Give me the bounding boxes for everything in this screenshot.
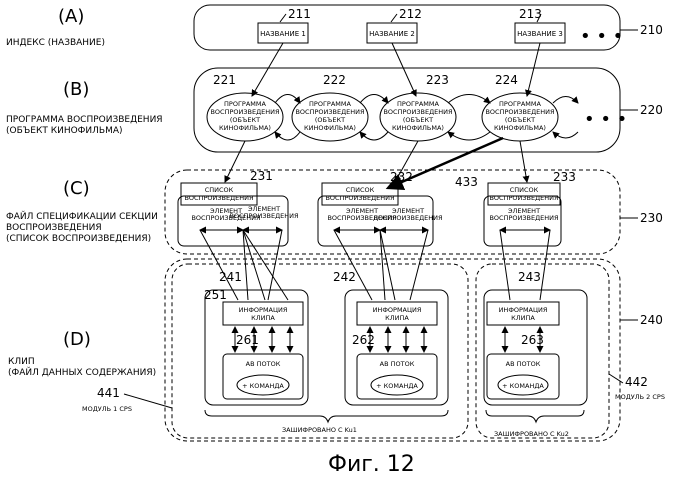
row-d-label-1: КЛИП bbox=[8, 357, 35, 367]
row-c-label-3: (СПИСОК ВОСПРОИЗВЕДЕНИЯ) bbox=[6, 234, 151, 244]
svg-text:ВОСПРОИЗВЕДЕНИЯ: ВОСПРОИЗВЕДЕНИЯ bbox=[229, 212, 298, 220]
row-b-label-2: (ОБЪЕКТ КИНОФИЛЬМА) bbox=[6, 126, 123, 136]
encrypted-ku1-label: ЗАШИФРОВАНО С Ku1 bbox=[282, 426, 357, 434]
ref-233: 233 bbox=[553, 170, 576, 184]
row-a-label: ИНДЕКС (НАЗВАНИЕ) bbox=[6, 38, 105, 48]
title-3-label: НАЗВАНИЕ 3 bbox=[517, 30, 563, 38]
clip-1: ИНФОРМАЦИЯ КЛИПА АВ ПОТОК + КОМАНДА 241 … bbox=[204, 270, 308, 405]
svg-text:+ КОМАНДА: + КОМАНДА bbox=[502, 382, 544, 390]
svg-text:ВОСПРОИЗВЕДЕНИЯ: ВОСПРОИЗВЕДЕНИЯ bbox=[295, 108, 364, 116]
encrypted-ku2-label: ЗАШИФРОВАНО С Ku2 bbox=[494, 430, 569, 438]
svg-text:ВОСПРОИЗВЕДЕНИЯ: ВОСПРОИЗВЕДЕНИЯ bbox=[383, 108, 452, 116]
playlist-1: СПИСОК ВОСПРОИЗВЕДЕНИЯ 231 ЭЛЕМЕНТ ВОСПР… bbox=[178, 169, 299, 246]
cps-1-label: МОДУЛЬ 1 CPS bbox=[82, 405, 132, 413]
ref-221: 221 bbox=[213, 73, 236, 87]
clip-2: ИНФОРМАЦИЯ КЛИПА АВ ПОТОК + КОМАНДА 242 … bbox=[333, 270, 448, 405]
title-1: НАЗВАНИЕ 1 211 bbox=[258, 7, 311, 43]
svg-text:(ОБЪЕКТ: (ОБЪЕКТ bbox=[315, 116, 345, 124]
ref-251: 251 bbox=[204, 288, 227, 302]
svg-text:(ОБЪЕКТ: (ОБЪЕКТ bbox=[505, 116, 535, 124]
title-3: НАЗВАНИЕ 3 213 bbox=[515, 7, 565, 43]
svg-text:СПИСОК: СПИСОК bbox=[346, 186, 375, 194]
ref-262: 262 bbox=[352, 333, 375, 347]
ref-263: 263 bbox=[521, 333, 544, 347]
svg-text:ВОСПРОИЗВЕДЕНИЯ: ВОСПРОИЗВЕДЕНИЯ bbox=[373, 214, 442, 222]
ellipsis-programs: • • • bbox=[584, 109, 627, 130]
ellipsis-titles: • • • bbox=[580, 26, 623, 47]
svg-text:ВОСПРОИЗВЕДЕНИЯ: ВОСПРОИЗВЕДЕНИЯ bbox=[489, 214, 558, 222]
row-d-letter: (D) bbox=[63, 329, 91, 350]
svg-text:КЛИПА: КЛИПА bbox=[251, 314, 275, 322]
svg-text:ВОСПРОИЗВЕДЕНИЯ: ВОСПРОИЗВЕДЕНИЯ bbox=[184, 194, 253, 202]
ref-232: 232 bbox=[390, 170, 413, 184]
ref-442: 442 bbox=[625, 375, 648, 389]
svg-text:+ КОМАНДА: + КОМАНДА bbox=[376, 382, 418, 390]
row-c-label-1: ФАЙЛ СПЕЦИФИКАЦИИ СЕКЦИИ bbox=[6, 210, 158, 222]
ref-212: 212 bbox=[399, 7, 422, 21]
svg-text:КИНОФИЛЬМА): КИНОФИЛЬМА) bbox=[219, 124, 271, 132]
svg-text:КЛИПА: КЛИПА bbox=[511, 314, 535, 322]
svg-text:СПИСОК: СПИСОК bbox=[510, 186, 539, 194]
svg-text:ИНФОРМАЦИЯ: ИНФОРМАЦИЯ bbox=[239, 306, 288, 314]
title-2: НАЗВАНИЕ 2 212 bbox=[367, 7, 422, 43]
svg-text:+ КОМАНДА: + КОМАНДА bbox=[242, 382, 284, 390]
svg-text:КИНОФИЛЬМА): КИНОФИЛЬМА) bbox=[392, 124, 444, 132]
ref-224: 224 bbox=[495, 73, 518, 87]
ref-240: 240 bbox=[640, 313, 663, 327]
svg-text:ВОСПРОИЗВЕДЕНИЯ: ВОСПРОИЗВЕДЕНИЯ bbox=[210, 108, 279, 116]
ref-231: 231 bbox=[250, 169, 273, 183]
ref-223: 223 bbox=[426, 73, 449, 87]
row-b-letter: (B) bbox=[63, 79, 89, 100]
svg-text:ПРОГРАММА: ПРОГРАММА bbox=[224, 100, 266, 108]
svg-text:ПРОГРАММА: ПРОГРАММА bbox=[499, 100, 541, 108]
svg-text:ИНФОРМАЦИЯ: ИНФОРМАЦИЯ bbox=[499, 306, 548, 314]
ref-230: 230 bbox=[640, 211, 663, 225]
brace-ku2 bbox=[486, 410, 584, 422]
ref-243: 243 bbox=[518, 270, 541, 284]
ref-210: 210 bbox=[640, 23, 663, 37]
svg-text:ВОСПРОИЗВЕДЕНИЯ: ВОСПРОИЗВЕДЕНИЯ bbox=[325, 194, 394, 202]
svg-text:АВ ПОТОК: АВ ПОТОК bbox=[246, 360, 281, 368]
row-a-letter: (A) bbox=[58, 6, 84, 27]
program-3: ПРОГРАММА ВОСПРОИЗВЕДЕНИЯ (ОБЪЕКТ КИНОФИ… bbox=[380, 73, 456, 141]
svg-text:АВ ПОТОК: АВ ПОТОК bbox=[380, 360, 415, 368]
program-4: ПРОГРАММА ВОСПРОИЗВЕДЕНИЯ (ОБЪЕКТ КИНОФИ… bbox=[482, 73, 558, 141]
ref-222: 222 bbox=[323, 73, 346, 87]
ref-211: 211 bbox=[288, 7, 311, 21]
svg-text:АВ ПОТОК: АВ ПОТОК bbox=[506, 360, 541, 368]
title-2-label: НАЗВАНИЕ 2 bbox=[369, 30, 415, 38]
brace-ku1 bbox=[205, 410, 448, 422]
program-1: ПРОГРАММА ВОСПРОИЗВЕДЕНИЯ (ОБЪЕКТ КИНОФИ… bbox=[207, 73, 283, 141]
playlist-3: СПИСОК ВОСПРОИЗВЕДЕНИЯ 233 ЭЛЕМЕНТ ВОСПР… bbox=[484, 170, 576, 246]
svg-text:ПРОГРАММА: ПРОГРАММА bbox=[309, 100, 351, 108]
ref-433: 433 bbox=[455, 175, 478, 189]
svg-text:ВОСПРОИЗВЕДЕНИЯ: ВОСПРОИЗВЕДЕНИЯ bbox=[489, 194, 558, 202]
svg-text:КИНОФИЛЬМА): КИНОФИЛЬМА) bbox=[304, 124, 356, 132]
ref-220: 220 bbox=[640, 103, 663, 117]
ref-241: 241 bbox=[219, 270, 242, 284]
svg-text:ВОСПРОИЗВЕДЕНИЯ: ВОСПРОИЗВЕДЕНИЯ bbox=[485, 108, 554, 116]
row-c-label-2: ВОСПРОИЗВЕДЕНИЯ bbox=[6, 223, 102, 233]
ref-242: 242 bbox=[333, 270, 356, 284]
svg-text:(ОБЪЕКТ: (ОБЪЕКТ bbox=[403, 116, 433, 124]
row-b-label-1: ПРОГРАММА ВОСПРОИЗВЕДЕНИЯ bbox=[6, 115, 163, 125]
title-1-label: НАЗВАНИЕ 1 bbox=[260, 30, 306, 38]
row-c-letter: (C) bbox=[63, 178, 90, 199]
row-d-label-2: (ФАЙЛ ДАННЫХ СОДЕРЖАНИЯ) bbox=[8, 366, 156, 378]
ref-261: 261 bbox=[236, 333, 259, 347]
svg-text:ИНФОРМАЦИЯ: ИНФОРМАЦИЯ bbox=[373, 306, 422, 314]
figure-caption: Фиг. 12 bbox=[328, 452, 415, 477]
program-2: ПРОГРАММА ВОСПРОИЗВЕДЕНИЯ (ОБЪЕКТ КИНОФИ… bbox=[292, 73, 368, 141]
svg-text:СПИСОК: СПИСОК bbox=[205, 186, 234, 194]
svg-text:КЛИПА: КЛИПА bbox=[385, 314, 409, 322]
svg-text:(ОБЪЕКТ: (ОБЪЕКТ bbox=[230, 116, 260, 124]
cps-2-label: МОДУЛЬ 2 CPS bbox=[615, 393, 665, 401]
svg-text:КИНОФИЛЬМА): КИНОФИЛЬМА) bbox=[494, 124, 546, 132]
clip-3: ИНФОРМАЦИЯ КЛИПА АВ ПОТОК + КОМАНДА 243 … bbox=[484, 270, 587, 405]
svg-text:ПРОГРАММА: ПРОГРАММА bbox=[397, 100, 439, 108]
ref-441: 441 bbox=[97, 386, 120, 400]
